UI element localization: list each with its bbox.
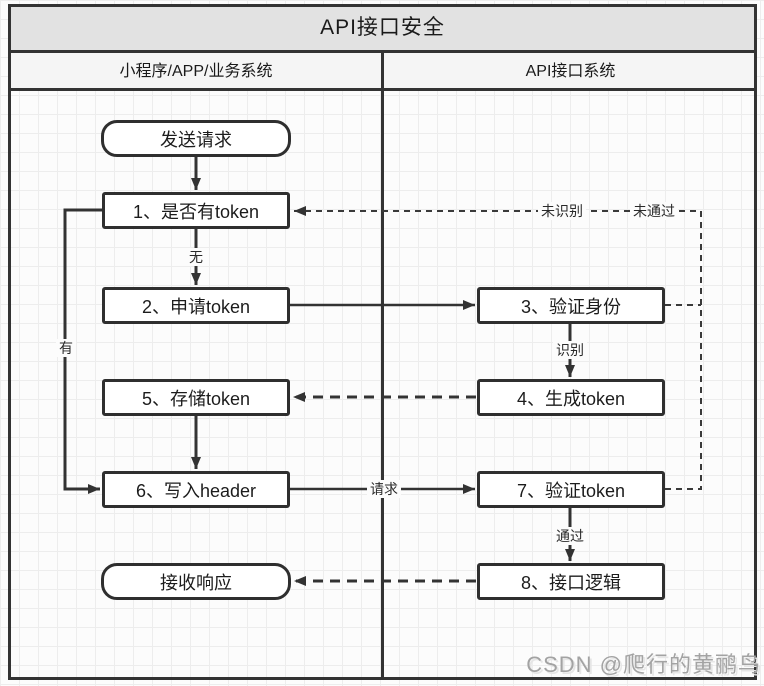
node-5-store-token: 5、存储token <box>102 379 290 416</box>
edge-label-passed: 通过 <box>553 527 587 545</box>
node-1-has-token: 1、是否有token <box>102 192 290 229</box>
title-bar-background <box>8 4 757 50</box>
node-7-verify-token: 7、验证token <box>477 471 665 508</box>
edge-label-identified: 识别 <box>553 341 587 359</box>
edge-label-yes: 有 <box>56 339 76 357</box>
node-4-generate-token: 4、生成token <box>477 379 665 416</box>
node-8-api-logic: 8、接口逻辑 <box>477 563 665 600</box>
edge-label-no: 无 <box>186 248 206 266</box>
node-3-verify-identity: 3、验证身份 <box>477 287 665 324</box>
node-start: 发送请求 <box>101 120 291 157</box>
node-2-request-token: 2、申请token <box>102 287 290 324</box>
node-6-write-header: 6、写入header <box>102 471 290 508</box>
node-end: 接收响应 <box>101 563 291 600</box>
lane-header-separator-line <box>8 88 757 91</box>
edge-label-not-passed: 未通过 <box>630 202 678 220</box>
watermark: CSDN @爬行的黄鹂鸟 <box>526 652 761 677</box>
edge-label-request: 请求 <box>367 480 401 498</box>
title-separator-line <box>8 50 757 53</box>
lane-header-client: 小程序/APP/业务系统 <box>119 63 273 80</box>
edge-feedback-to-n1 <box>294 206 702 490</box>
edge-label-not-identified: 未识别 <box>538 202 586 220</box>
lane-header-api: API接口系统 <box>525 63 616 80</box>
lane-divider <box>381 50 384 680</box>
diagram-title: API接口安全 <box>320 16 445 39</box>
